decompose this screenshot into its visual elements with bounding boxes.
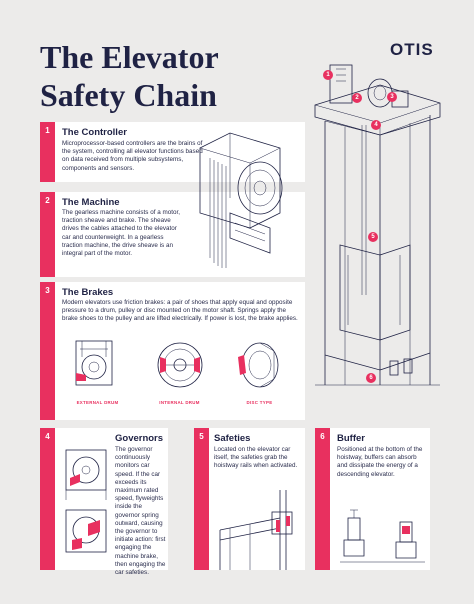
safeties-illustration	[219, 490, 293, 570]
title-line-2: Safety Chain	[40, 77, 217, 113]
caption-external-drum: EXTERNAL DRUM	[76, 400, 119, 405]
section-number: 3	[40, 282, 55, 420]
section-controller: 1 The Controller Microprocessor-based co…	[40, 122, 305, 182]
buffer-illustration	[340, 509, 425, 563]
section-number: 5	[194, 428, 209, 570]
title-line-1: The Elevator	[40, 39, 219, 75]
diagram-badge-4: 4	[371, 120, 381, 130]
section-number: 1	[40, 122, 55, 182]
section-title: Governors	[115, 433, 164, 444]
diagram-badge-6: 6	[366, 373, 376, 383]
section-brakes: 3 The Brakes Modern elevators use fricti…	[40, 282, 305, 420]
section-buffer: 6 Buffer Positioned at the bottom of the…	[315, 428, 430, 570]
section-body: Located on the elevator car itself, the …	[214, 446, 298, 470]
section-number: 6	[315, 428, 330, 570]
section-governors: 4 Governors The governor continuously mo…	[40, 428, 168, 576]
section-title: The Brakes	[62, 287, 114, 298]
disc-type-illustration	[238, 342, 279, 388]
diagram-badge-2: 2	[352, 93, 362, 103]
section-safeties: 5 Safeties Located on the elevator car i…	[194, 428, 305, 570]
section-machine: 2 The Machine The gearless machine consi…	[40, 192, 305, 277]
internal-drum-illustration	[157, 342, 203, 388]
gearless-machine-illustration	[199, 132, 283, 268]
diagram-badge-1: 1	[323, 70, 333, 80]
section-title: Safeties	[214, 433, 251, 444]
page-title: The Elevator Safety Chain	[40, 38, 219, 114]
section-title: The Controller	[62, 127, 127, 138]
section-title: Buffer	[337, 433, 365, 444]
section-number: 2	[40, 192, 55, 277]
otis-logo: OTIS	[390, 40, 434, 59]
section-body: The governor continuously monitors car s…	[115, 446, 166, 577]
diagram-badge-3: 3	[387, 92, 397, 102]
section-title: The Machine	[62, 197, 120, 208]
section-number: 4	[40, 428, 55, 570]
governor-illustration	[65, 449, 107, 553]
section-body: Modern elevators use friction brakes: a …	[62, 299, 298, 323]
section-body: The gearless machine consists of a motor…	[62, 209, 180, 258]
section-body: Positioned at the bottom of the hoistway…	[337, 446, 423, 478]
caption-disc-type: DISC TYPE	[246, 400, 273, 405]
caption-internal-drum: INTERNAL DRUM	[159, 400, 200, 405]
section-body: Microprocessor-based controllers are the…	[62, 140, 203, 172]
external-drum-illustration	[75, 340, 113, 386]
diagram-badge-5: 5	[368, 232, 378, 242]
hoistway-diagram	[314, 64, 441, 386]
